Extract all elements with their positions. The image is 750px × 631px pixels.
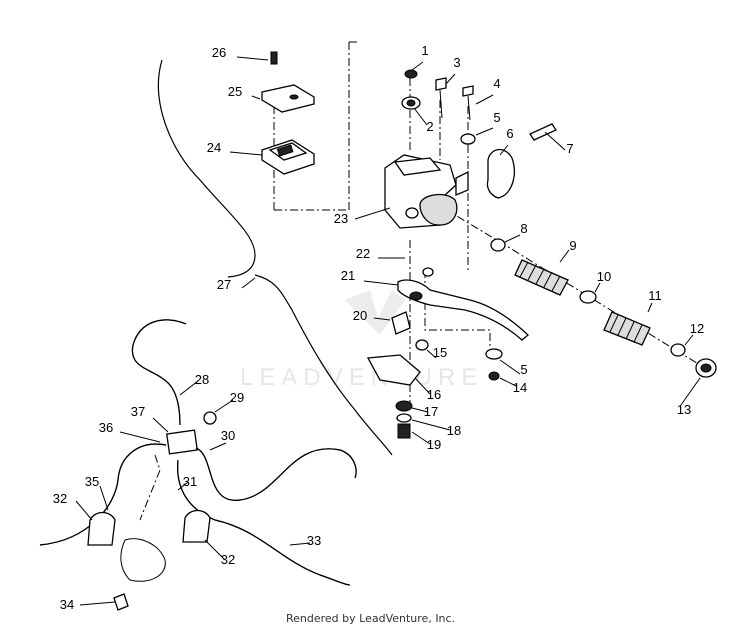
callout-28: 28 <box>195 372 209 387</box>
small-hardware <box>401 69 476 145</box>
region-boundary-line <box>157 59 393 456</box>
callout-12: 12 <box>690 321 704 336</box>
callout-19: 19 <box>427 437 441 452</box>
callout-13: 13 <box>677 402 691 417</box>
callout-34: 34 <box>60 597 74 612</box>
callout-32: 32 <box>221 552 235 567</box>
callout-30: 30 <box>221 428 235 443</box>
callout-3: 3 <box>453 55 460 70</box>
callout-11: 11 <box>648 288 662 303</box>
watermark: LEADVENTURE <box>240 290 483 391</box>
pivot-hardware <box>366 311 503 439</box>
callout-27: 27 <box>217 277 231 292</box>
callout-8: 8 <box>520 221 527 236</box>
callout-23: 23 <box>334 211 348 226</box>
callout-20: 20 <box>353 308 367 323</box>
piston-assembly <box>490 238 717 378</box>
callout-26: 26 <box>212 45 226 60</box>
handlebar-clamp <box>486 123 557 199</box>
callout-9: 9 <box>569 238 576 253</box>
callout-2: 2 <box>426 119 433 134</box>
callout-5: 5 <box>520 362 527 377</box>
callout-16: 16 <box>427 387 441 402</box>
callout-36: 36 <box>99 420 113 435</box>
callout-18: 18 <box>447 423 461 438</box>
callout-35: 35 <box>85 474 99 489</box>
callout-15: 15 <box>433 345 447 360</box>
callout-37: 37 <box>131 404 145 419</box>
callout-1: 1 <box>421 43 428 58</box>
callout-33: 33 <box>307 533 321 548</box>
footer-credit: Rendered by LeadVenture, Inc. <box>286 612 455 625</box>
callout-leaders <box>75 56 701 606</box>
brake-lines <box>39 319 357 611</box>
callout-4: 4 <box>493 76 500 91</box>
callout-29: 29 <box>230 390 244 405</box>
watermark-text: LEADVENTURE <box>240 364 483 391</box>
callout-21: 21 <box>341 268 355 283</box>
callout-5: 5 <box>493 110 500 125</box>
callout-10: 10 <box>597 269 611 284</box>
callout-7: 7 <box>566 141 573 156</box>
reservoir-cover-group <box>261 51 315 175</box>
callout-17: 17 <box>424 404 438 419</box>
callout-22: 22 <box>356 246 370 261</box>
callout-31: 31 <box>183 474 197 489</box>
callout-6: 6 <box>506 126 513 141</box>
callout-14: 14 <box>513 380 527 395</box>
callout-32: 32 <box>53 491 67 506</box>
callout-24: 24 <box>207 140 221 155</box>
callout-labels: 1234567891011121351415161718192021222324… <box>53 43 704 612</box>
master-cylinder-body <box>384 154 469 229</box>
callout-25: 25 <box>228 84 242 99</box>
brake-lever <box>397 267 529 341</box>
